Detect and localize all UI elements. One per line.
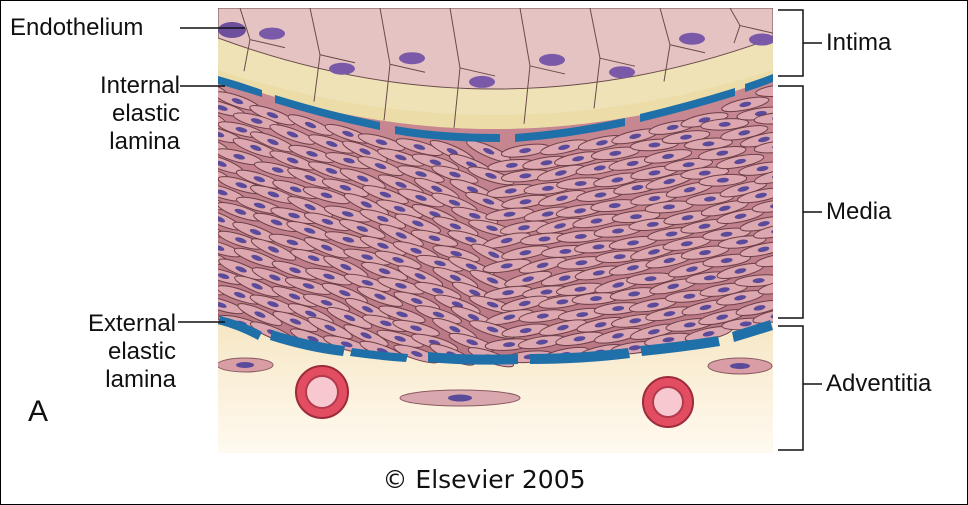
endothelial-nucleus	[399, 52, 425, 64]
copyright-notice: © Elsevier 2005	[0, 466, 968, 494]
internal-elastic-lamina-label: Internal elastic lamina	[40, 72, 180, 156]
endothelial-nucleus	[609, 66, 635, 78]
endothelial-nucleus	[749, 34, 775, 46]
internal-label-line-1: Internal	[40, 72, 180, 100]
adventitia-bracket	[778, 326, 803, 450]
endothelial-nucleus	[679, 33, 705, 45]
internal-label-line-3: lamina	[40, 128, 180, 156]
external-label-line-3: lamina	[40, 366, 176, 394]
internal-label-line-2: elastic	[40, 100, 180, 128]
external-label-line-1: External	[40, 310, 176, 338]
adventitia-label: Adventitia	[826, 370, 931, 398]
vasa-vasorum-right	[643, 377, 693, 427]
intima-label: Intima	[826, 29, 891, 57]
external-label-line-2: elastic	[40, 338, 176, 366]
external-elastic-lamina-label: External elastic lamina	[40, 310, 176, 394]
endothelium-label: Endothelium	[10, 14, 143, 42]
vasa-vasorum-left	[296, 366, 348, 418]
media-bracket	[778, 86, 803, 318]
endothelial-nucleus	[218, 22, 246, 38]
endothelial-nucleus	[539, 54, 565, 66]
endothelial-nucleus	[329, 63, 355, 75]
endothelial-nucleus	[469, 76, 495, 88]
panel-letter: A	[28, 398, 48, 426]
media-label: Media	[826, 198, 891, 226]
endothelial-nucleus	[259, 28, 285, 40]
intima-bracket	[778, 10, 803, 76]
